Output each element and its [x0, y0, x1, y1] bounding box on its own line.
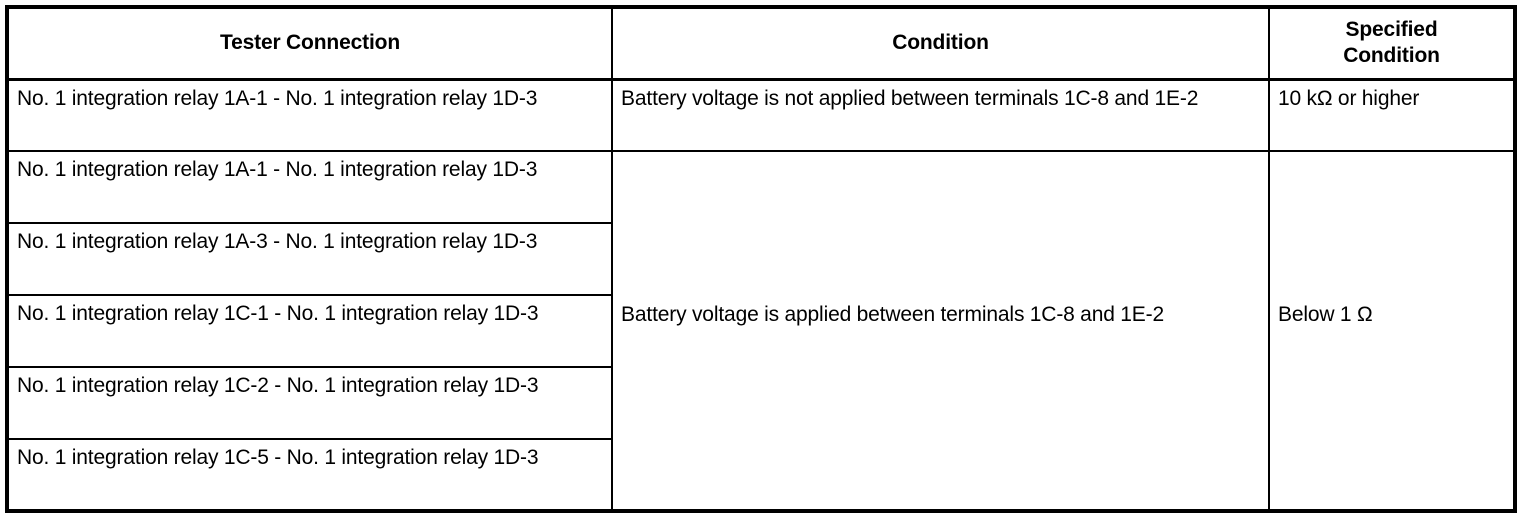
cell-tester-connection: No. 1 integration relay 1A-1 - No. 1 int… [6, 78, 613, 152]
column-header-tester-connection: Tester Connection [6, 6, 613, 81]
specification-table: Tester Connection Condition Specified Co… [5, 5, 1517, 513]
table-row: No. 1 integration relay 1C-1 - No. 1 int… [6, 294, 1515, 368]
table-row: No. 1 integration relay 1C-5 - No. 1 int… [6, 438, 1515, 512]
cell-condition-merged-text: Battery voltage is applied between termi… [621, 303, 1165, 326]
table-row: No. 1 integration relay 1C-2 - No. 1 int… [6, 366, 1515, 440]
specification-table-container: Tester Connection Condition Specified Co… [5, 5, 1517, 513]
column-header-specified-condition-line2: Condition [1343, 44, 1440, 68]
table-row: No. 1 integration relay 1A-1 - No. 1 int… [6, 78, 1516, 152]
table-header: Tester Connection Condition Specified Co… [6, 6, 1516, 81]
header-row: Tester Connection Condition Specified Co… [6, 6, 1516, 81]
cell-tester-connection: No. 1 integration relay 1C-2 - No. 1 int… [6, 366, 613, 440]
table-row: No. 1 integration relay 1A-1 - No. 1 int… [6, 150, 1516, 512]
cell-specified-condition-merged-text: Below 1 Ω [1278, 303, 1373, 326]
cell-tester-connection: No. 1 integration relay 1C-1 - No. 1 int… [6, 294, 613, 368]
cell-condition: Battery voltage is not applied between t… [611, 78, 1270, 152]
column-header-condition: Condition [611, 6, 1270, 81]
cell-tester-connection: No. 1 integration relay 1C-5 - No. 1 int… [6, 438, 613, 512]
cell-condition-merged: Battery voltage is applied between termi… [611, 150, 1270, 512]
column-header-specified-condition: Specified Condition [1268, 6, 1516, 81]
cell-tester-connection: No. 1 integration relay 1A-1 - No. 1 int… [6, 150, 613, 224]
cell-specified-condition-merged: Below 1 Ω [1268, 150, 1516, 512]
column-header-specified-condition-line1: Specified [1345, 18, 1438, 41]
table-body: No. 1 integration relay 1A-1 - No. 1 int… [6, 78, 1516, 512]
table-row: No. 1 integration relay 1A-3 - No. 1 int… [6, 222, 1515, 296]
cell-tester-connection: No. 1 integration relay 1A-3 - No. 1 int… [6, 222, 613, 296]
cell-specified-condition: 10 kΩ or higher [1268, 78, 1516, 152]
